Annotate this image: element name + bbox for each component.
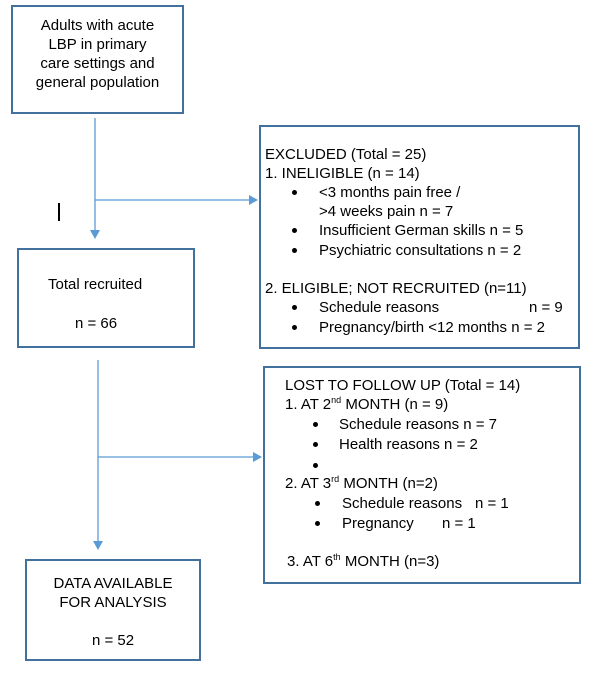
ineligible-heading: 1. INELIGIBLE (n = 14) <box>265 165 420 182</box>
month-3-pregnancy-n: n = 1 <box>442 515 476 532</box>
ineligible-item-pain: <3 months pain free / <box>319 184 461 201</box>
arrowhead-recruited <box>90 230 100 239</box>
recruited-n: n = 66 <box>75 315 118 332</box>
not-recruited-pregnancy: Pregnancy/birth <12 months n = 2 <box>319 319 545 336</box>
ineligible-item-psychiatric: Psychiatric consultations n = 2 <box>319 242 522 259</box>
source-line-2: LBP in primary <box>48 36 147 53</box>
bullet <box>292 228 297 233</box>
bullet <box>292 248 297 253</box>
month-6-heading: 3. AT 6th MONTH (n=3) <box>287 552 440 571</box>
bullet <box>292 325 297 330</box>
box-total-recruited: Total recruited n = 66 <box>17 248 195 348</box>
arrowhead-analysis <box>93 541 103 550</box>
lost-title: LOST TO FOLLOW UP (Total = 14) <box>285 377 521 394</box>
bullet <box>315 501 320 506</box>
ineligible-item-pain-cont: >4 weeks pain n = 7 <box>319 203 454 220</box>
analysis-line-2: FOR ANALYSIS <box>59 594 167 611</box>
analysis-n: n = 52 <box>91 632 135 649</box>
month-3-schedule-n: n = 1 <box>475 495 509 512</box>
bullet <box>292 190 297 195</box>
bullet <box>313 463 318 468</box>
box-excluded: EXCLUDED (Total = 25) 1. INELIGIBLE (n =… <box>259 125 580 349</box>
month-2-health: Health reasons n = 2 <box>339 436 478 453</box>
bullet <box>313 442 318 447</box>
arrowhead-lost <box>253 452 262 462</box>
source-line-4: general population <box>35 74 160 91</box>
box-lost-to-follow-up: LOST TO FOLLOW UP (Total = 14) 1. AT 2nd… <box>263 366 581 584</box>
recruited-label: Total recruited <box>48 276 143 293</box>
month-2-schedule: Schedule reasons n = 7 <box>339 416 498 433</box>
arrowhead-excluded <box>249 195 258 205</box>
not-recruited-schedule: Schedule reasons <box>319 299 440 316</box>
analysis-line-1: DATA AVAILABLE <box>53 575 173 592</box>
source-line-3: care settings and <box>40 55 155 72</box>
text-cursor <box>58 203 60 221</box>
box-data-available: DATA AVAILABLE FOR ANALYSIS n = 52 <box>25 559 201 661</box>
bullet <box>292 305 297 310</box>
not-recruited-schedule-n: n = 9 <box>529 299 563 316</box>
month-3-schedule: Schedule reasons <box>342 495 463 512</box>
bullet <box>315 521 320 526</box>
box-source-population: Adults with acute LBP in primary care se… <box>11 5 184 114</box>
ineligible-item-german: Insufficient German skills n = 5 <box>319 222 524 239</box>
excluded-title: EXCLUDED (Total = 25) <box>265 146 427 163</box>
month-3-pregnancy: Pregnancy <box>342 515 414 532</box>
month-3-heading: 2. AT 3rd MONTH (n=2) <box>285 474 438 493</box>
month-2-heading: 1. AT 2nd MONTH (n = 9) <box>285 395 449 414</box>
bullet <box>313 422 318 427</box>
source-line-1: Adults with acute <box>40 17 155 34</box>
eligible-not-recruited-heading: 2. ELIGIBLE; NOT RECRUITED (n=11) <box>265 280 527 297</box>
